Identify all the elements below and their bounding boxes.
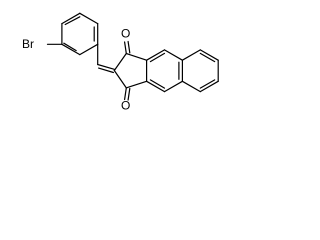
double-bond-inner xyxy=(63,42,77,52)
carbonyl-top-bond xyxy=(127,40,131,54)
carbonyl-bottom-bond xyxy=(127,87,131,101)
bond xyxy=(125,80,148,89)
bond xyxy=(163,80,183,93)
oxygen-bottom-label: O xyxy=(121,99,130,113)
molecule-structure: Br O O xyxy=(22,12,219,113)
exocyclic-double-bond xyxy=(97,63,115,70)
double-bond-inner xyxy=(149,52,166,63)
bond xyxy=(113,52,127,72)
oxygen-top-label: O xyxy=(121,27,130,41)
double-bond-inner xyxy=(199,52,216,63)
bromophenyl-ring xyxy=(61,12,99,56)
bromine-label: Br xyxy=(22,37,34,51)
carbonyl-bottom-bond xyxy=(123,87,127,101)
double-bond-inner xyxy=(199,79,216,89)
naphthalene-outer-ring xyxy=(181,49,219,93)
double-bond-inner xyxy=(64,16,81,26)
bond xyxy=(79,12,99,25)
bond xyxy=(113,69,127,89)
exocyclic-double-bond xyxy=(97,67,115,74)
bond xyxy=(163,49,183,61)
bond xyxy=(199,80,219,93)
bond xyxy=(146,80,166,93)
bond xyxy=(125,52,148,61)
bond xyxy=(79,43,99,56)
carbonyl-top-bond xyxy=(123,41,127,55)
bond xyxy=(199,49,219,61)
double-bond-inner xyxy=(149,79,166,89)
bond xyxy=(61,12,81,25)
bond xyxy=(181,49,201,61)
bond xyxy=(61,43,81,56)
bond xyxy=(146,49,166,61)
naphthalene-middle-ring xyxy=(146,49,183,93)
cyclopentadione-ring xyxy=(113,52,148,89)
bond xyxy=(181,80,201,93)
